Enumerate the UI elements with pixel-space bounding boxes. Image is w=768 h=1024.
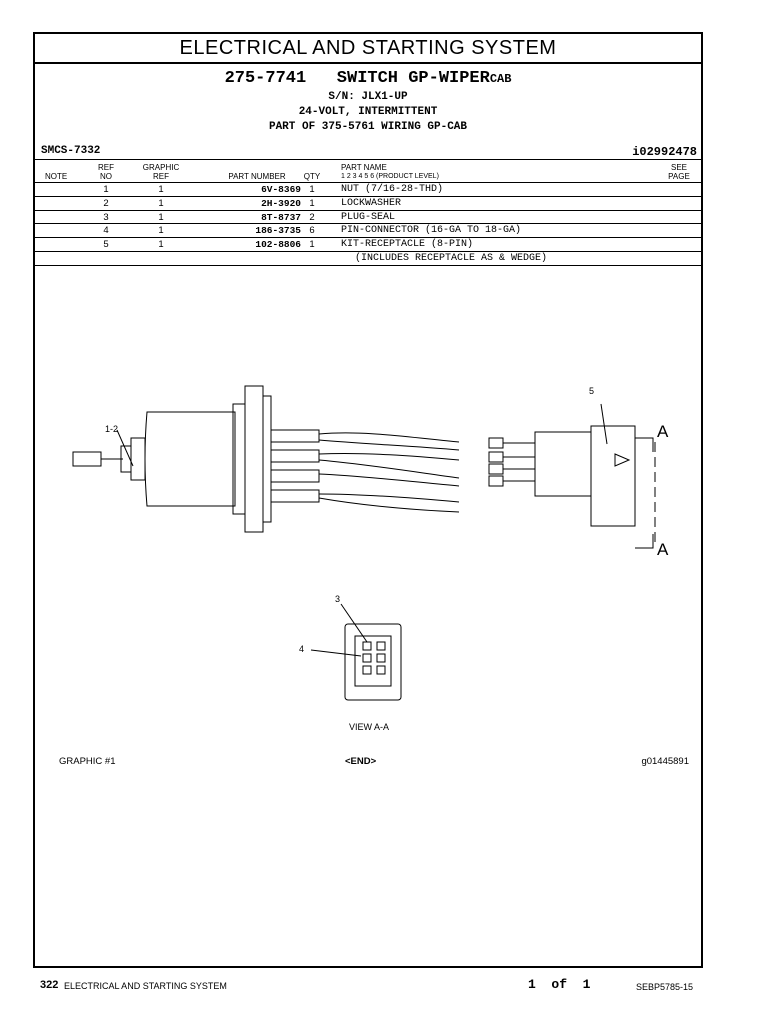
section-label-bottom: A — [657, 540, 669, 559]
title-name-suffix: CAB — [489, 72, 512, 86]
table-top-rule — [35, 159, 701, 160]
col-qty: QTY — [303, 172, 321, 181]
table-row: 4 1 186-3735 6 PIN-CONNECTOR (16-GA TO 1… — [103, 225, 522, 236]
graphic-label: GRAPHIC #1 — [59, 756, 116, 767]
smcs-code: SMCS-7332 — [41, 145, 101, 157]
col-note: NOTE — [45, 172, 68, 181]
graphic-id: g01445891 — [641, 756, 689, 767]
table-row: 1 1 6V-8369 1 NUT (7/16-28-THD) — [103, 184, 444, 195]
view-label: VIEW A-A — [349, 722, 390, 732]
serial-range: S/N: JLX1-UP — [328, 91, 408, 103]
table-row: 3 1 8T-8737 2 PLUG-SEAL — [103, 212, 396, 223]
table-row: 2 1 2H-3920 1 LOCKWASHER — [103, 198, 402, 209]
callout-3: 3 — [335, 594, 341, 604]
title-part-number: 275-7741 — [224, 69, 307, 88]
page-of: 1 of 1 — [528, 977, 591, 992]
section-label-top: A — [657, 422, 669, 441]
callout-5: 5 — [589, 386, 595, 396]
callout-1-2: 1-2 — [105, 424, 119, 434]
table-row: 5 1 102-8806 1 KIT-RECEPTACLE (8-PIN) — [103, 239, 474, 250]
part-of: PART OF 375-5761 WIRING GP-CAB — [268, 121, 468, 133]
title-part-name: SWITCH GP-WIPER — [336, 69, 490, 88]
description: 24-VOLT, INTERMITTENT — [298, 106, 438, 118]
table-bottom-rule — [35, 265, 701, 266]
title-block: 275-7741 SWITCH GP-WIPERCAB S/N: JLX1-UP… — [35, 68, 701, 135]
table-row-note: (INCLUDES RECEPTACLE AS & WEDGE) — [355, 253, 548, 264]
callout-4: 4 — [299, 644, 305, 654]
col-see-page: SEE PAGE — [668, 163, 690, 181]
header-rule — [35, 182, 701, 183]
parts-illustration — [72, 385, 656, 701]
col-part-name: PART NAME 1 2 3 4 5 6 (PRODUCT LEVEL) — [341, 163, 439, 180]
doc-id: SEBP5785-15 — [636, 982, 694, 992]
end-marker: <END> — [345, 756, 377, 767]
section-title: ELECTRICAL AND STARTING SYSTEM — [35, 34, 701, 64]
part-title: 275-7741 SWITCH GP-WIPERCAB — [35, 68, 701, 90]
page-number: 322 — [40, 979, 59, 991]
col-graphic-ref: GRAPHIC REF — [142, 163, 180, 181]
illustration-id: i02992478 — [632, 145, 697, 159]
footer-section: ELECTRICAL AND STARTING SYSTEM — [64, 981, 227, 991]
col-part-number: PART NUMBER — [228, 172, 286, 181]
page-frame: ELECTRICAL AND STARTING SYSTEM 275-7741 … — [33, 32, 703, 968]
col-ref-no: REF NO — [98, 163, 114, 181]
